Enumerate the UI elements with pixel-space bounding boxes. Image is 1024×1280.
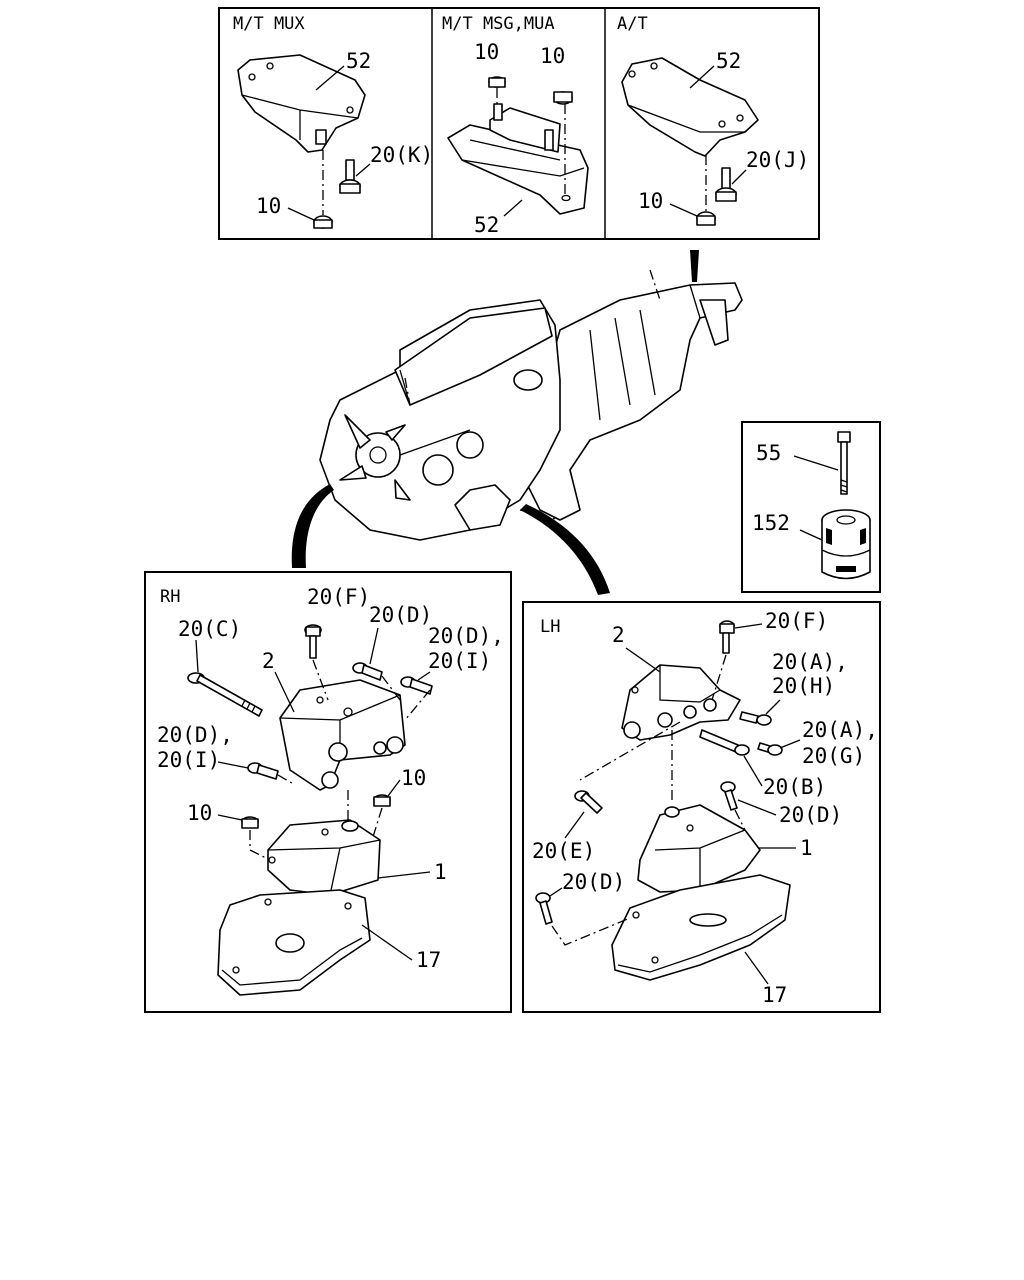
pointer-rh [291, 484, 334, 568]
lh-label-mount: 1 [800, 836, 813, 860]
mux-nut-10 [313, 215, 333, 229]
rh-label-20d: 20(D) [369, 603, 432, 627]
lh-bolt-20d-lower [535, 892, 553, 925]
rh-bracket-2 [279, 679, 406, 791]
rh-label-mount: 1 [434, 860, 447, 884]
lh-label-20a-g-b: 20(G) [802, 744, 865, 768]
lh-label-bracket: 2 [612, 623, 625, 647]
rh-plate-17 [217, 889, 371, 996]
mux-label-bracket: 52 [346, 49, 371, 73]
at-header: A/T [617, 14, 648, 34]
rh-bolt-20d-20i-top [400, 676, 433, 695]
engine-transmission-illustration [319, 269, 743, 541]
rh-label-20d-i2-b: 20(I) [157, 748, 220, 772]
rh-panel: RH [144, 571, 512, 1013]
kit-panel: 55 152 [741, 421, 881, 593]
msg-section: M/T MSG,MUA 10 10 52 [442, 14, 589, 237]
rh-label-20d-i-b: 20(I) [428, 649, 491, 673]
mux-label-nut: 10 [256, 194, 281, 218]
rh-label-nut-right: 10 [401, 766, 426, 790]
lh-bolt-20b [699, 729, 750, 756]
rh-nut-left [241, 816, 259, 829]
rh-label-plate: 17 [416, 948, 441, 972]
at-bolt-20j [715, 167, 737, 202]
rh-bolt-20d [352, 662, 383, 681]
lh-mount-1 [637, 804, 761, 893]
lh-bolt-20e [574, 790, 603, 814]
lh-bracket-2 [621, 664, 741, 741]
msg-bracket-52 [447, 107, 589, 215]
rh-label-20f: 20(F) [307, 585, 370, 609]
msg-nut-right [553, 91, 573, 105]
lh-label-20a-g-a: 20(A), [802, 718, 878, 742]
lh-bolt-20a-20g [757, 742, 783, 756]
rh-label-bracket: 2 [262, 649, 275, 673]
lh-bolt-20a-20h [739, 711, 772, 726]
msg-header: M/T MSG,MUA [442, 14, 555, 34]
kit-label-insulator: 152 [752, 511, 790, 535]
rh-bolt-20c [187, 672, 263, 717]
mux-bracket-52 [237, 54, 366, 153]
rh-label-20d-i2-a: 20(D), [157, 723, 233, 747]
msg-label-bracket: 52 [474, 213, 499, 237]
pointer-lh [520, 504, 610, 595]
mux-section: M/T MUX 52 20(K) 1 [233, 14, 433, 229]
lh-label-20a-h-a: 20(A), [772, 650, 848, 674]
rh-bolt-20f [304, 624, 322, 659]
msg-nut-left [488, 76, 506, 121]
mux-label-bolt: 20(K) [370, 143, 433, 167]
at-nut-10 [696, 211, 716, 226]
lh-plate-17 [611, 874, 791, 981]
kit-label-bolt: 55 [756, 441, 781, 465]
lh-label-20d2: 20(D) [562, 870, 625, 894]
msg-label-nut-right: 10 [540, 44, 565, 68]
pointer-top [690, 250, 699, 282]
lh-bolt-20d [720, 781, 738, 811]
at-label-nut: 10 [638, 189, 663, 213]
lh-label-20f: 20(F) [765, 609, 828, 633]
at-label-bracket: 52 [716, 49, 741, 73]
rh-label-20c: 20(C) [178, 617, 241, 641]
lh-label-20a-h-b: 20(H) [772, 674, 835, 698]
lh-label-20d: 20(D) [779, 803, 842, 827]
top-panel: M/T MUX 52 20(K) 1 [218, 7, 820, 240]
rh-header: RH [160, 587, 180, 607]
kit-insulator-152 [821, 509, 871, 580]
lh-label-20b: 20(B) [763, 775, 826, 799]
msg-label-nut-left: 10 [474, 40, 499, 64]
mux-bolt-20k [339, 159, 361, 194]
at-section: A/T 52 20(J) 10 [617, 14, 809, 226]
at-label-bolt: 20(J) [746, 148, 809, 172]
lh-label-20e: 20(E) [532, 839, 595, 863]
kit-bolt-55 [837, 431, 851, 495]
lh-panel: LH [522, 601, 881, 1013]
rh-nut-right [373, 794, 391, 807]
rh-label-20d-i-a: 20(D), [428, 624, 504, 648]
lh-bolt-20f [719, 620, 735, 654]
rh-label-nut-left: 10 [187, 801, 212, 825]
lh-label-plate: 17 [762, 983, 787, 1007]
rh-bolt-20d-20i-left [247, 762, 279, 780]
rh-mount-1 [267, 819, 381, 896]
lh-header: LH [540, 617, 560, 637]
mux-header: M/T MUX [233, 14, 305, 34]
